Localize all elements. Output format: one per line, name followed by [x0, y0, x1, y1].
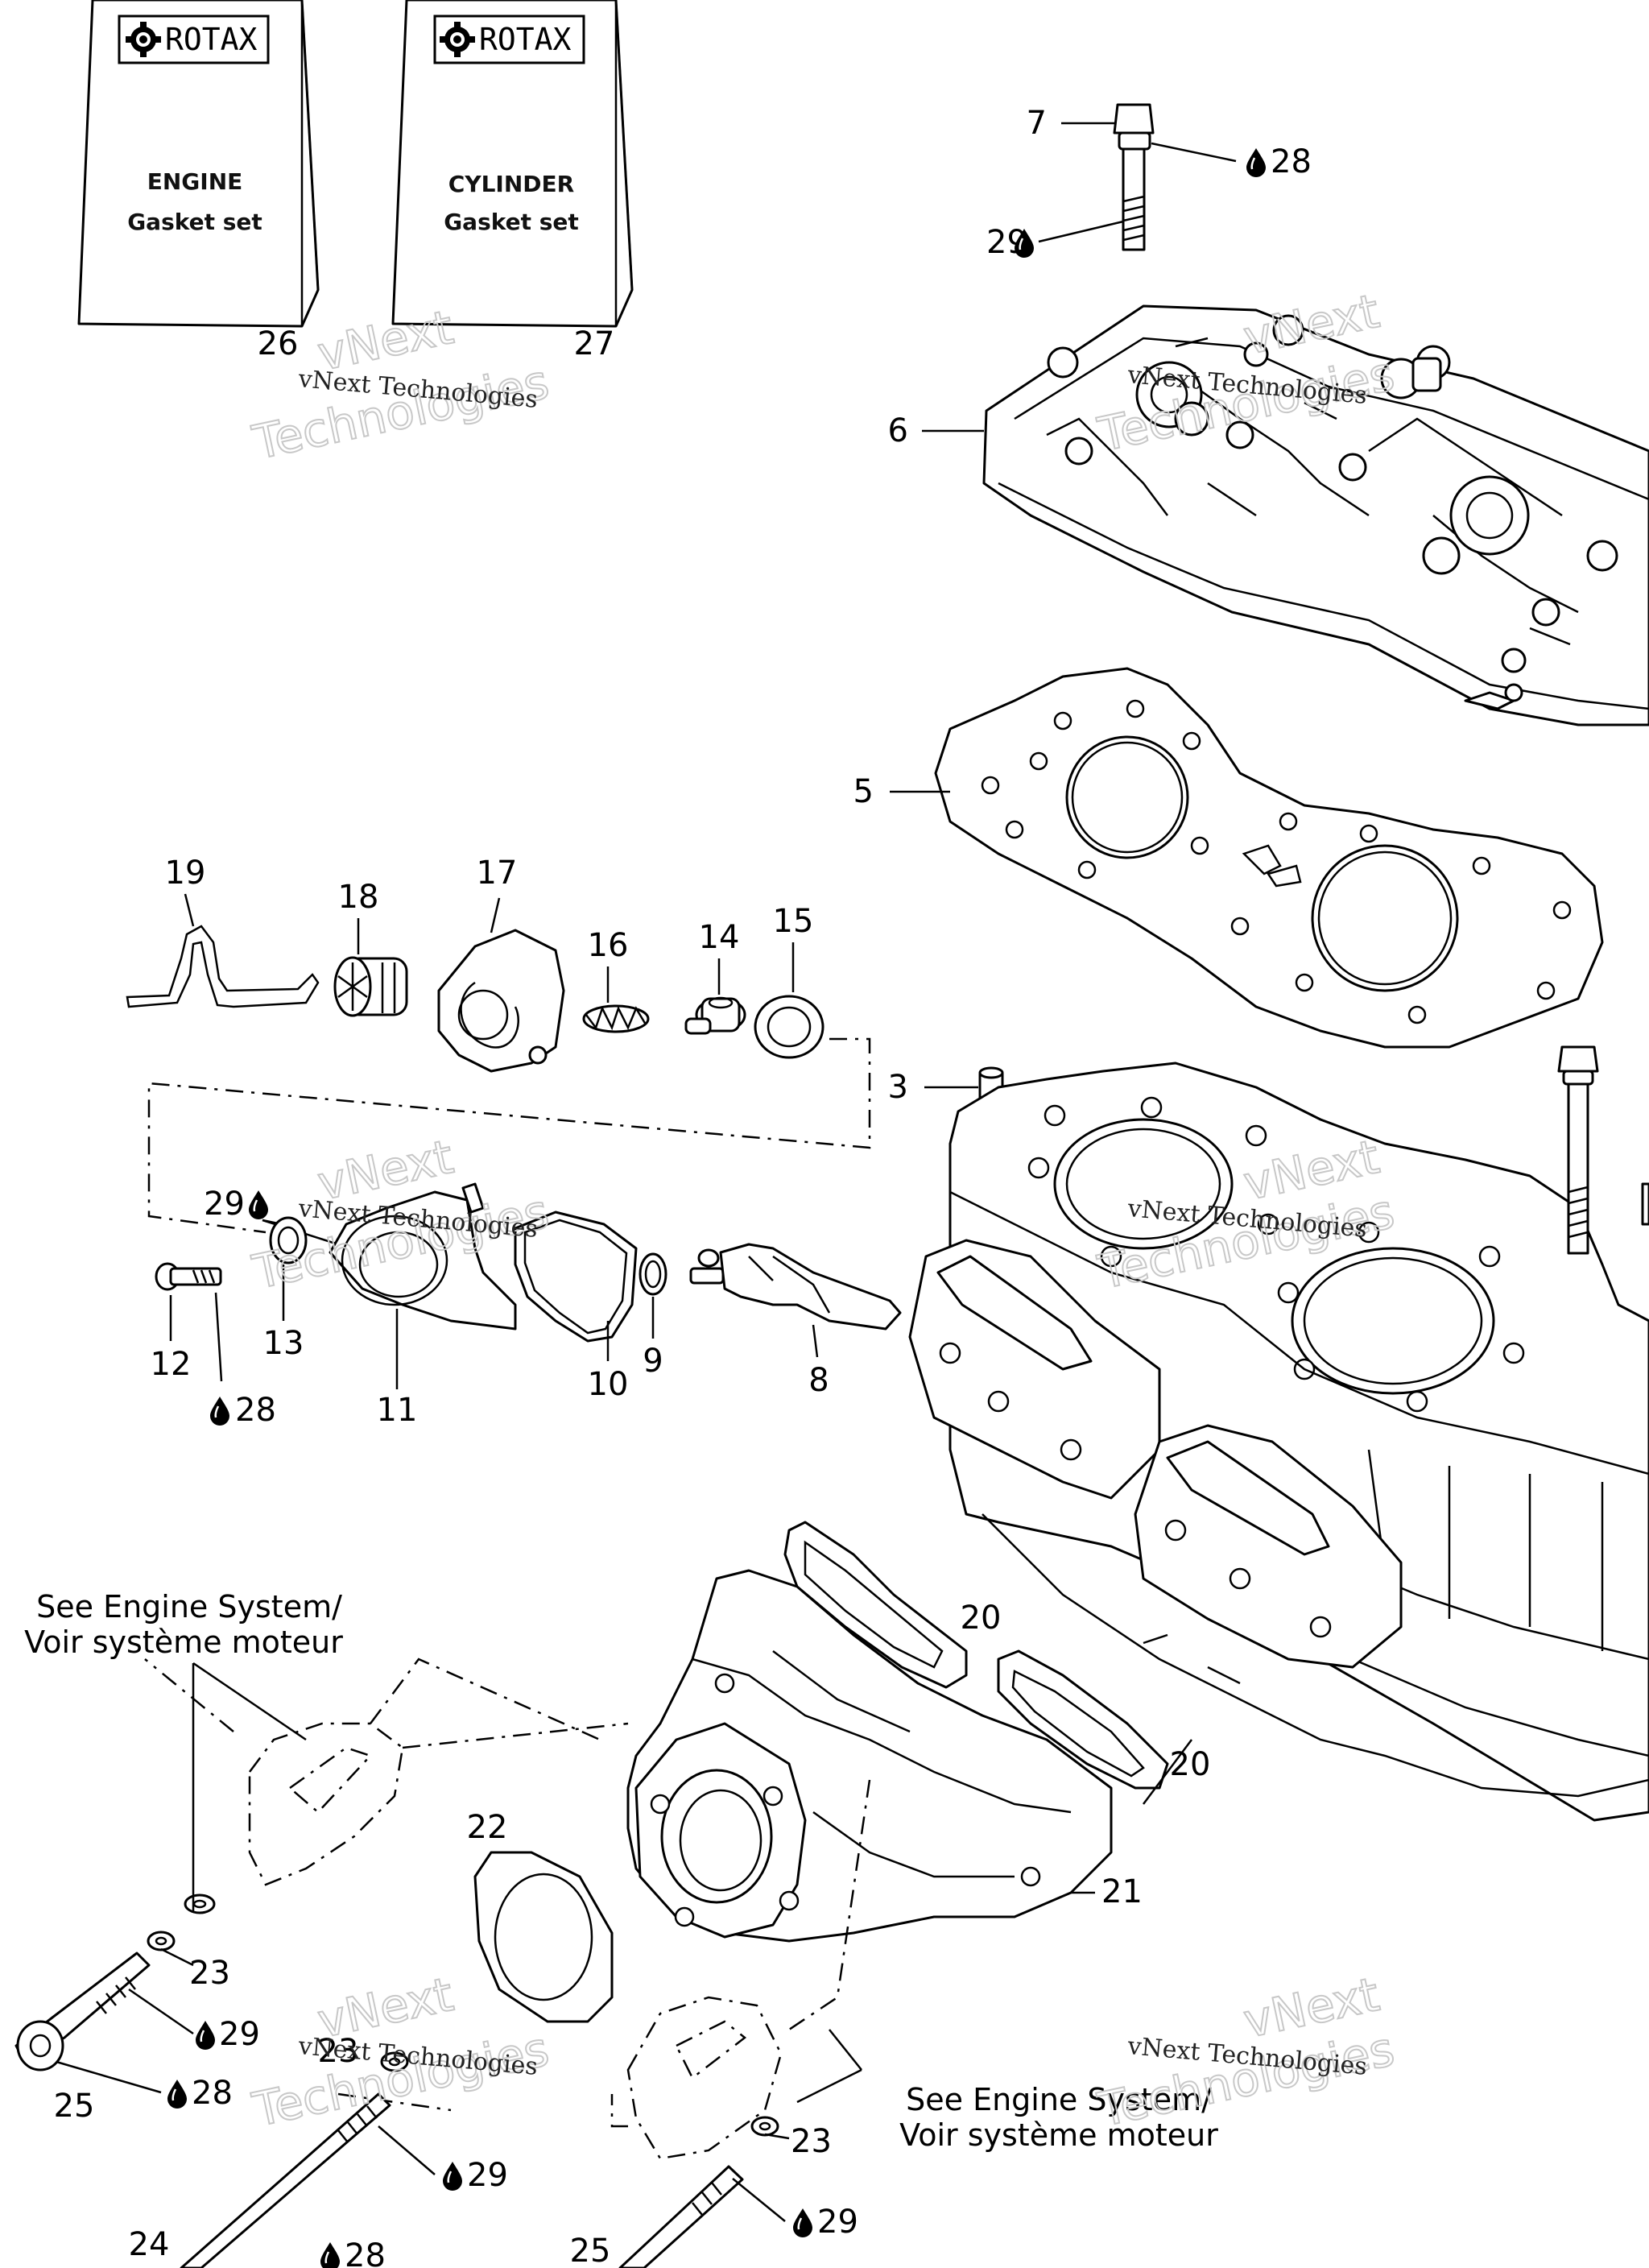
kit-subtitle: Gasket set	[127, 209, 262, 235]
washer	[147, 1931, 176, 1951]
callout-10: 10	[588, 1366, 629, 1403]
callout-19: 19	[165, 855, 206, 892]
callout-29: 29	[219, 2016, 260, 2053]
callout-23: 23	[318, 2033, 359, 2070]
callout-27: 27	[574, 325, 615, 362]
oil-drop-icon	[441, 2160, 464, 2192]
manifold-bolt	[618, 2116, 779, 2268]
exhaust-manifold	[626, 1569, 1113, 1943]
callout-12: 12	[151, 1346, 192, 1383]
kit-brand: ROTAX	[479, 22, 572, 57]
leader-line	[1143, 1739, 1192, 1805]
oil-drop-icon	[247, 1189, 270, 1221]
callout-15: 15	[773, 903, 814, 940]
callout-28: 28	[345, 2237, 386, 2268]
callout-17: 17	[477, 855, 518, 892]
callout-29: 29	[467, 2157, 508, 2194]
callout-20: 20	[961, 1600, 1002, 1637]
exhaust-valve	[689, 1243, 902, 1331]
valve-spring	[582, 1004, 650, 1033]
callout-13: 13	[263, 1325, 304, 1362]
callout-6: 6	[888, 412, 908, 449]
exhaust-gasket	[783, 1521, 968, 1689]
callout-29: 29	[817, 2204, 858, 2241]
valve-cover	[437, 929, 565, 1073]
oil-drop-icon	[166, 2078, 188, 2110]
oil-drop-icon	[194, 2019, 217, 2051]
see-engine-system-note: See Engine System/	[906, 2082, 1212, 2117]
callout-3: 3	[888, 1069, 908, 1106]
head-bolt	[1113, 103, 1155, 251]
bracket-ghost	[144, 1658, 871, 2160]
engine-gasket-kit-bag: ROTAX ENGINE Gasket set	[77, 0, 320, 328]
see-engine-system-note: See Engine System/	[36, 1589, 342, 1624]
callout-16: 16	[588, 927, 629, 964]
adjuster-knob	[333, 956, 408, 1017]
valve-housing	[329, 1182, 517, 1331]
cylinder-head	[982, 304, 1649, 726]
allen-screw	[155, 1262, 222, 1291]
callout-25: 25	[54, 2088, 95, 2125]
kit-title: CYLINDER	[448, 171, 574, 197]
callout-28: 28	[1271, 143, 1312, 180]
callout-29: 29	[204, 1186, 245, 1223]
callout-21: 21	[1101, 1873, 1143, 1910]
washer	[184, 1893, 216, 1914]
oil-drop-icon	[209, 1395, 231, 1427]
svg-text:Technologies: Technologies	[248, 2022, 554, 2138]
callout-28: 28	[192, 2075, 233, 2112]
callout-9: 9	[643, 1343, 663, 1380]
callout-18: 18	[338, 879, 379, 916]
head-gasket	[934, 667, 1604, 1049]
callout-24: 24	[129, 2226, 170, 2263]
cylinder-bolt	[1557, 1045, 1599, 1255]
oil-seal	[269, 1216, 308, 1264]
kit-title: ENGINE	[147, 168, 243, 195]
svg-text:Technologies: Technologies	[248, 354, 554, 470]
manifold-bolt	[14, 1951, 151, 2071]
callout-25: 25	[570, 2233, 611, 2268]
callout-5: 5	[853, 773, 874, 810]
callout-11: 11	[377, 1392, 418, 1429]
retaining-clip	[126, 925, 320, 1008]
callout-8: 8	[808, 1362, 829, 1399]
callout-26: 26	[258, 325, 299, 362]
exhaust-gasket	[997, 1649, 1169, 1790]
callout-20: 20	[1170, 1746, 1211, 1783]
oil-drop-icon	[319, 2241, 341, 2268]
housing-gasket	[514, 1211, 638, 1343]
callout-14: 14	[699, 919, 740, 956]
oil-drop-icon	[791, 2207, 814, 2239]
valve-piston	[684, 996, 746, 1035]
long-manifold-bolt	[180, 2051, 409, 2268]
cylinder-block	[908, 1062, 1649, 1822]
cylinder-gasket-kit-bag: ROTAX CYLINDER Gasket set	[391, 0, 634, 328]
oil-drop-icon	[1245, 147, 1267, 179]
callout-22: 22	[467, 1809, 508, 1846]
callout-28: 28	[235, 1392, 276, 1429]
callout-23: 23	[189, 1955, 230, 1992]
see-engine-system-note-fr: Voir système moteur	[899, 2117, 1218, 2153]
see-engine-system-note-fr: Voir système moteur	[24, 1624, 343, 1660]
o-ring	[639, 1252, 667, 1296]
kit-brand: ROTAX	[165, 22, 258, 57]
callout-7: 7	[1027, 105, 1047, 142]
manifold-gasket	[473, 1851, 614, 2023]
seal-ring	[754, 995, 824, 1059]
callout-23: 23	[791, 2123, 832, 2160]
kit-subtitle: Gasket set	[444, 209, 579, 235]
